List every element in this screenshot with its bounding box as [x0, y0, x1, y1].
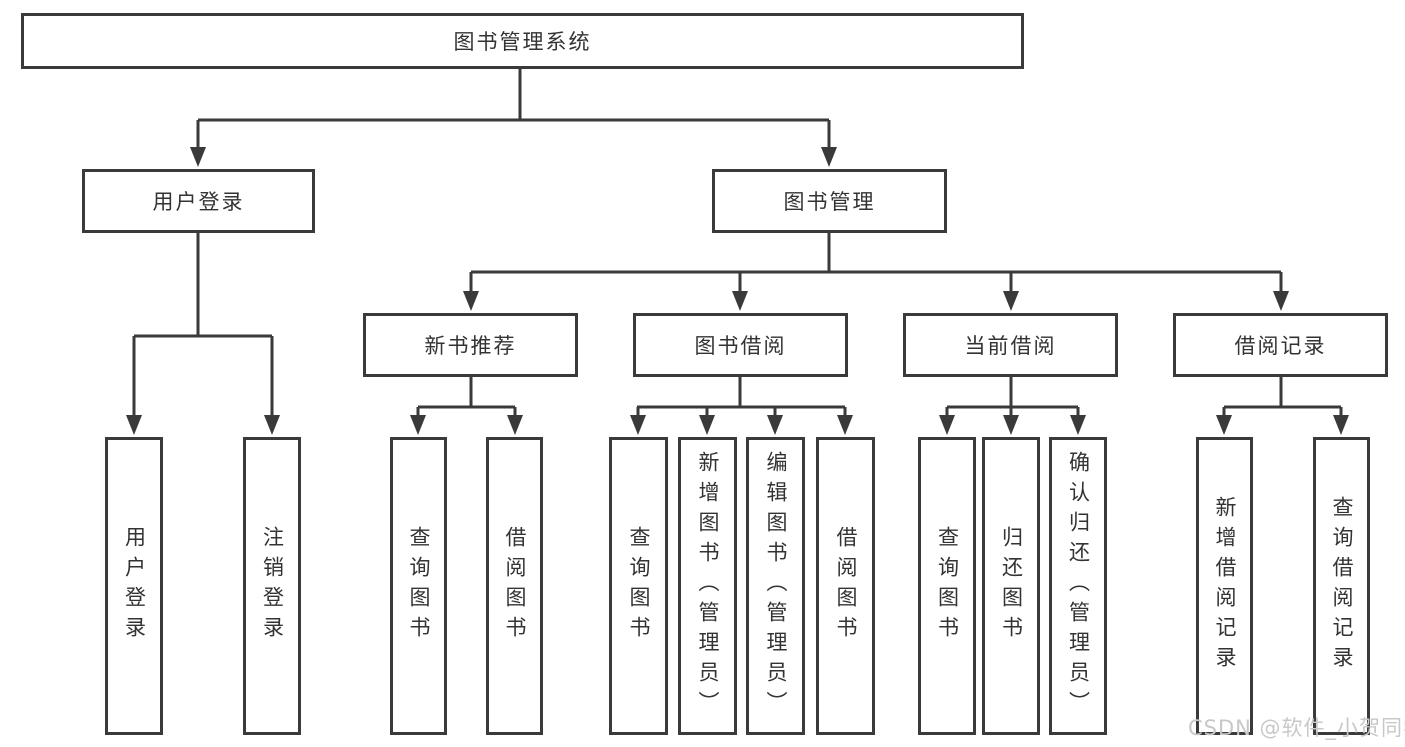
node-new-book-recommend-label: 新书推荐 [424, 334, 517, 358]
leaf-add-book-admin-label: 新增图书（管理员） [696, 451, 720, 721]
leaf-query-borrow-record-label: 查询借阅记录 [1330, 496, 1354, 676]
leaf-query-borrow-record: 查询借阅记录 [1313, 437, 1370, 735]
leaf-query-books-recommend-label: 查询图书 [407, 526, 431, 646]
leaf-confirm-return-admin-label: 确认归还（管理员） [1066, 451, 1091, 721]
leaf-query-books-current-label: 查询图书 [935, 526, 960, 646]
leaf-borrow-books: 借阅图书 [816, 437, 875, 735]
leaf-query-books-borrow-label: 查询图书 [627, 526, 651, 646]
arrowhead [264, 415, 280, 435]
leaf-logout: 注销登录 [243, 437, 301, 735]
node-book-borrowing: 图书借阅 [633, 313, 848, 377]
node-book-management-label: 图书管理 [783, 190, 876, 214]
arrowheads [126, 147, 1349, 435]
connector-path [132, 69, 1343, 417]
arrowhead [1070, 415, 1086, 435]
arrowhead [1003, 291, 1019, 311]
arrowhead [410, 415, 426, 435]
node-current-borrowing: 当前借阅 [903, 313, 1118, 377]
arrowhead [939, 415, 955, 435]
node-borrowing-records-label: 借阅记录 [1234, 334, 1327, 358]
arrowhead [1216, 415, 1232, 435]
arrowhead [126, 415, 142, 435]
arrowhead [507, 415, 523, 435]
leaf-query-books-recommend: 查询图书 [390, 437, 447, 735]
leaf-user-login-label: 用户登录 [122, 526, 147, 646]
arrowhead [630, 415, 646, 435]
leaf-return-book: 归还图书 [982, 437, 1040, 735]
leaf-borrow-books-recommend-label: 借阅图书 [503, 526, 527, 646]
leaf-add-borrow-record-label: 新增借阅记录 [1213, 496, 1237, 676]
leaf-borrow-books-label: 借阅图书 [834, 526, 858, 646]
leaf-add-book-admin: 新增图书（管理员） [678, 437, 737, 735]
watermark: CSDN @软件_小贺同学 [1188, 716, 1405, 740]
arrowhead [463, 291, 479, 311]
leaf-query-books-borrow: 查询图书 [609, 437, 668, 735]
node-current-borrowing-label: 当前借阅 [964, 334, 1057, 358]
arrowhead [837, 415, 853, 435]
arrowhead [821, 147, 837, 167]
leaf-edit-book-admin: 编辑图书（管理员） [746, 437, 805, 735]
arrowhead [1003, 415, 1019, 435]
node-borrowing-records: 借阅记录 [1173, 313, 1388, 377]
node-user-login-label: 用户登录 [152, 190, 245, 214]
arrowhead [699, 415, 715, 435]
node-book-borrowing-label: 图书借阅 [694, 334, 787, 358]
arrowhead [732, 291, 748, 311]
leaf-return-book-label: 归还图书 [999, 526, 1024, 646]
arrowhead [767, 415, 783, 435]
arrowhead [1273, 291, 1289, 311]
leaf-confirm-return-admin: 确认归还（管理员） [1049, 437, 1107, 735]
leaf-edit-book-admin-label: 编辑图书（管理员） [764, 451, 788, 721]
node-root-label: 图书管理系统 [453, 30, 592, 54]
leaf-user-login: 用户登录 [105, 437, 163, 735]
leaf-add-borrow-record: 新增借阅记录 [1196, 437, 1253, 735]
leaf-query-books-current: 查询图书 [918, 437, 976, 735]
arrowhead [1333, 415, 1349, 435]
node-new-book-recommend: 新书推荐 [363, 313, 578, 377]
node-book-management: 图书管理 [712, 169, 947, 233]
leaf-logout-label: 注销登录 [260, 526, 285, 646]
node-root: 图书管理系统 [21, 13, 1024, 69]
leaf-borrow-books-recommend: 借阅图书 [486, 437, 543, 735]
arrowhead [190, 147, 206, 167]
node-user-login: 用户登录 [82, 169, 315, 233]
